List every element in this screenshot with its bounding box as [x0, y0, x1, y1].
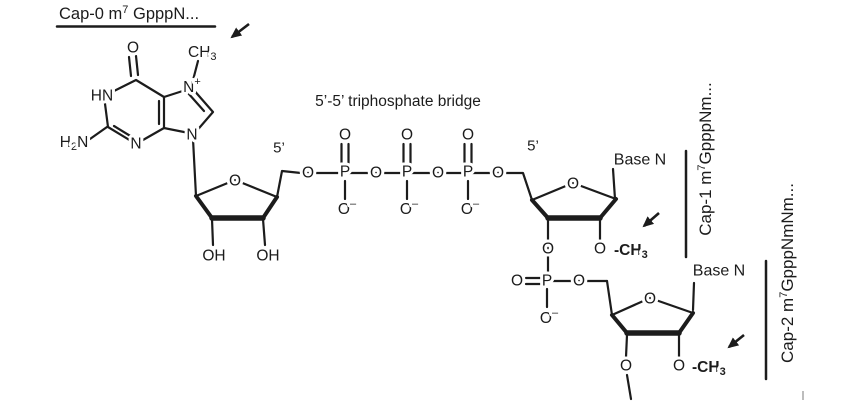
hydroxyl-label: OH: [256, 248, 279, 265]
double-bond-line: [112, 124, 134, 139]
phosphoryl-oxygen-label: O: [462, 127, 474, 144]
ribose-wedge-bond: [677, 311, 695, 335]
carbonyl-oxygen-label: O: [127, 40, 139, 57]
hydroxyl-label: OH: [202, 248, 225, 265]
internal-phosphate: O P O O–: [508, 270, 614, 330]
cap2-annotation: Cap-2 m7GpppNmNm...: [764, 183, 797, 381]
phosphorus-label: P: [402, 164, 412, 181]
o-minus-label: O–: [461, 198, 480, 218]
n1-imino-label: HN: [91, 88, 113, 105]
five-prime-label: 5’: [273, 140, 285, 157]
phosphorus-label: P: [542, 273, 552, 290]
hydroxyl-bond: [261, 217, 267, 247]
ribose-wedge-bond: [261, 195, 279, 220]
c5-prime-bond: [275, 169, 303, 199]
three-prime-oxygen-label: O: [620, 358, 632, 375]
ribose-bond: [610, 296, 652, 317]
ribose-bond: [530, 181, 575, 202]
five-prime-label: 5’: [527, 138, 539, 155]
ring-oxygen-label: O: [229, 173, 241, 190]
cap0-methyl-arrow-icon: [230, 22, 250, 39]
bridge-oxygen-label: O: [573, 273, 585, 290]
bridge-oxygen-label: O: [432, 165, 444, 182]
ring-oxygen-label: O: [644, 291, 656, 308]
c5-prime-bond: [605, 279, 614, 317]
bridge-oxygen-label: O: [302, 165, 314, 182]
o-minus-label: O–: [540, 307, 559, 327]
ribose-bond: [571, 181, 618, 201]
phosphoryl-oxygen-label: O: [401, 127, 413, 144]
cap1-annotation: Cap-1 m7GpppNm...: [684, 82, 715, 259]
base-n-label: Base N: [614, 152, 666, 169]
imidazole-ring-bond: [162, 86, 215, 136]
cap1-label: Cap-1 m7GpppNm...: [696, 82, 715, 236]
base-n-label: Base N: [693, 263, 745, 280]
ribose-wedge-bond: [530, 198, 550, 220]
amino-label: H2N: [60, 134, 89, 154]
o-methyl-label: -CH3: [692, 359, 726, 379]
chain-continuation-bond: [625, 373, 633, 401]
ribose-bond: [233, 178, 279, 199]
o-minus-label: O–: [400, 198, 419, 218]
double-bond-line: [186, 91, 206, 113]
n3-label: N: [130, 136, 141, 153]
ribose-wedge-bond: [194, 194, 214, 220]
three-prime-bond: [624, 333, 629, 359]
c5-prime-bond: [496, 171, 534, 202]
phosphoryl-oxygen-label: O: [511, 273, 523, 290]
ribose-wedge-bond: [610, 313, 629, 335]
cap0-heading-text: Cap-0 m7 GpppN...: [59, 4, 199, 23]
ribose-bond: [648, 296, 695, 315]
n7-methyl-label: CH3: [188, 44, 217, 64]
n7-label: N+: [183, 76, 201, 96]
cap1-methyl-arrow-icon: [642, 212, 660, 228]
carbonyl-bond-line: [134, 54, 140, 77]
carbonyl-bond-line: [127, 55, 133, 78]
three-prime-oxygen-label: O: [542, 241, 554, 258]
bridge-oxygen-label: O: [370, 165, 382, 182]
guanosine-ribose: O OH OH 5’: [194, 140, 303, 268]
bridge-title: 5’-5’ triphosphate bridge: [315, 93, 481, 110]
cap2-label: Cap-2 m7GpppNmNm...: [778, 183, 797, 363]
methylguanine-base: O CH3 N+ HN H2N N N: [57, 37, 220, 198]
ribose-wedge-bond: [598, 197, 618, 220]
two-prime-oxygen-label: O: [594, 241, 606, 258]
cap2-methyl-arrow-icon: [727, 333, 745, 349]
two-prime-oxygen-label: O: [673, 358, 685, 375]
ribose-nucleotide-2: O Base N O -CH3 O: [610, 260, 748, 401]
amino-bond: [88, 125, 109, 141]
triphosphate-bridge: 5’-5’ triphosphate bridge 5’ O O– P O O–…: [299, 93, 539, 221]
cap0-heading: Cap-0 m7 GpppN...: [55, 4, 217, 28]
n7-methyl-bond: [190, 59, 200, 86]
o-methyl-label: -CH3: [614, 242, 648, 262]
bridge-oxygen-label: O: [492, 165, 504, 182]
phosphoryl-oxygen-label: O: [339, 127, 351, 144]
hydroxyl-bond: [210, 217, 215, 247]
phosphorus-label: P: [340, 164, 350, 181]
n9-label: N: [186, 127, 197, 144]
ribose-bond: [194, 178, 237, 198]
base-bond: [691, 281, 696, 312]
ring-oxygen-label: O: [567, 176, 579, 193]
o-minus-label: O–: [338, 198, 357, 218]
glycosidic-bond: [191, 137, 198, 198]
phosphorus-label: P: [463, 164, 473, 181]
base-bond: [611, 167, 617, 201]
ribose-nucleotide-1: O Base N O -CH3 O: [530, 149, 669, 275]
